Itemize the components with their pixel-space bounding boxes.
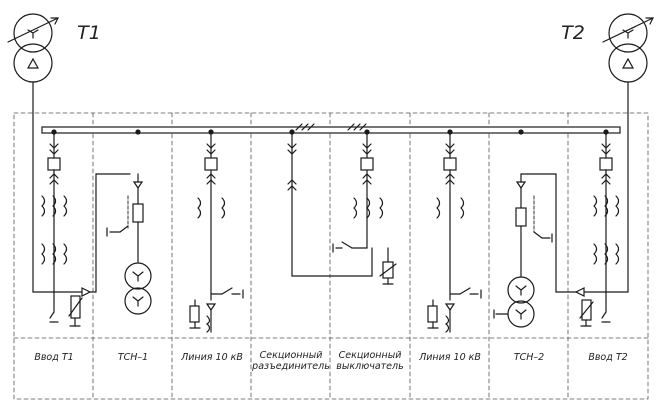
cell-7-equipment xyxy=(493,129,577,328)
cell-5-equipment xyxy=(332,123,397,285)
cell-label-vvod-t2: Ввод Т2 xyxy=(588,352,628,363)
cell-label-line-2: Линия 10 кВ xyxy=(419,352,481,363)
transformer-t1-label: T1 xyxy=(77,22,101,44)
cell-8-equipment xyxy=(574,129,620,327)
cell-label-tsn-1: ТСН–1 xyxy=(117,352,149,363)
cell-3-equipment xyxy=(189,129,244,333)
cell-2-equipment xyxy=(106,129,152,315)
cell-label-sectional-disconnector: Секционный разъединитель xyxy=(252,350,330,372)
cell-grid xyxy=(13,112,649,400)
cell-label-sectional-breaker: Секционный выключатель xyxy=(336,350,404,372)
cell-label-vvod-t1: Ввод Т1 xyxy=(34,352,74,363)
transformer-t2-icon xyxy=(583,13,654,293)
cell-label-tsn-2: ТСН–2 xyxy=(513,352,545,363)
busbar xyxy=(41,126,621,134)
transformer-t1-icon xyxy=(7,13,83,293)
cell-4-equipment xyxy=(287,123,373,277)
cell-label-line-1: Линия 10 кВ xyxy=(181,352,243,363)
transformer-t2-label: T2 xyxy=(561,22,585,44)
cell-6-equipment xyxy=(427,129,482,333)
cell-1-equipment xyxy=(41,129,131,327)
